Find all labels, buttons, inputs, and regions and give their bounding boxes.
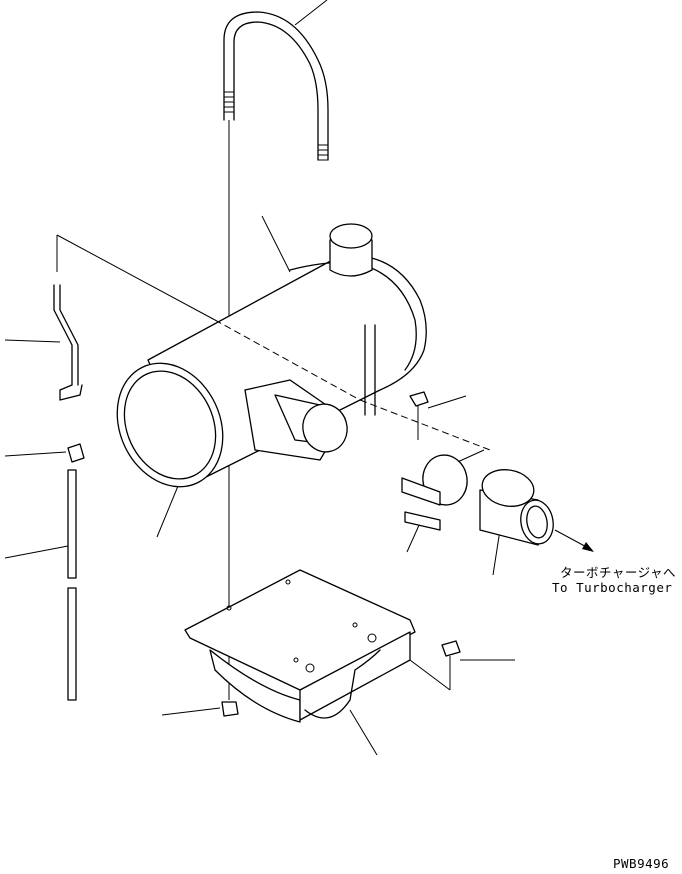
nut	[221, 701, 239, 717]
annotation-english: To Turbocharger	[552, 580, 673, 595]
drawing-code: PWB9496	[613, 856, 670, 871]
annotation-japanese: ターボチャージャへ	[560, 565, 677, 580]
muffler	[116, 223, 427, 488]
u-bolt	[223, 11, 329, 161]
clip	[67, 443, 85, 463]
bolt-upper	[409, 391, 429, 440]
assembly-line	[56, 234, 216, 321]
pipe-sleeve	[479, 469, 554, 546]
long-rod	[67, 469, 77, 701]
bolt-lower	[409, 640, 461, 691]
arrow-to-turbo	[554, 529, 594, 552]
hidden-lines	[214, 319, 491, 451]
leader-lines	[4, 0, 515, 756]
clamp	[401, 454, 468, 531]
support-rod	[53, 284, 83, 401]
mounting-bracket	[184, 569, 416, 723]
